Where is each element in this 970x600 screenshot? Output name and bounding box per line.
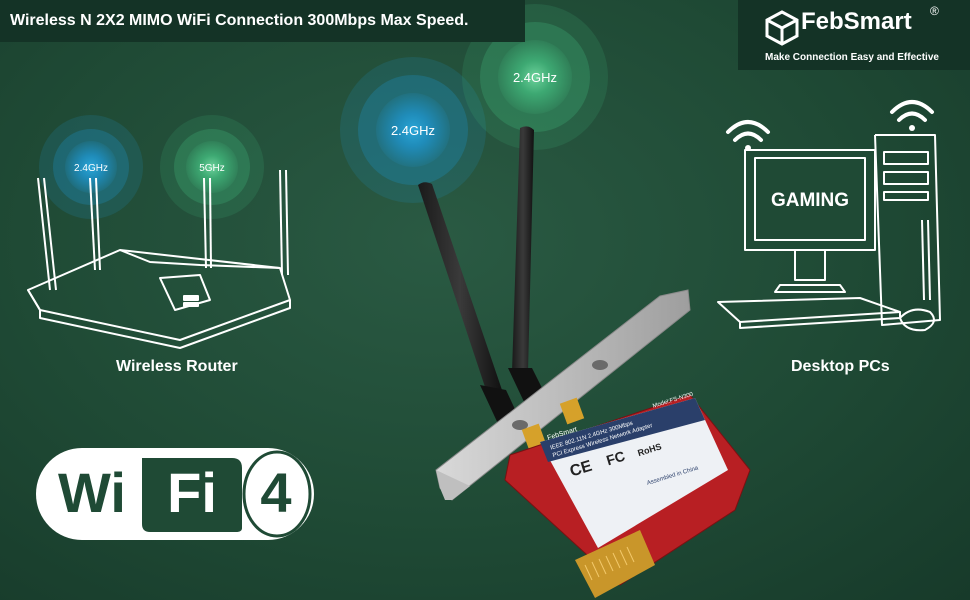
brand-registered-mark: ®	[930, 4, 939, 18]
brand-name: FebSmart	[801, 8, 912, 35]
desktop-pc-illustration	[717, 134, 941, 332]
wifi-badge-fi: Fi	[167, 461, 217, 524]
pc-screen-text: GAMING	[771, 190, 849, 211]
card-ce-mark: CE	[568, 458, 595, 481]
cube-logo-icon	[765, 10, 799, 46]
router-illustration	[27, 169, 291, 349]
router-label: Wireless Router	[116, 358, 238, 375]
antenna-right-band-label: 2.4GHz	[513, 70, 557, 85]
wifi-badge-gen: 4	[260, 461, 291, 524]
antenna-right	[508, 126, 548, 406]
sma-connector-icon	[521, 397, 585, 451]
wifi-icon	[890, 100, 934, 131]
router-band-a-label: 2.4GHz	[74, 163, 108, 174]
card-label	[540, 398, 728, 548]
wifi-badge-wi: Wi	[58, 461, 126, 524]
antenna-left	[418, 182, 520, 428]
router-signal-5-icon	[160, 115, 264, 219]
router-band-b-label: 5GHz	[199, 163, 225, 174]
antenna-left-band-label: 2.4GHz	[391, 123, 435, 138]
desktop-label: Desktop PCs	[791, 358, 890, 375]
brand-tagline: Make Connection Easy and Effective	[765, 52, 939, 63]
card-fc-mark: FC	[604, 448, 627, 469]
pci-bracket	[435, 289, 691, 501]
router-signal-24-icon	[39, 115, 143, 219]
brand-box: FebSmart ® Make Connection Easy and Effe…	[738, 0, 970, 70]
pcie-card	[504, 394, 751, 598]
antenna-left-signal-icon	[340, 57, 486, 203]
wifi4-badge	[36, 448, 314, 540]
headline-banner: Wireless N 2X2 MIMO WiFi Connection 300M…	[0, 0, 525, 42]
wifi-icon	[726, 120, 770, 151]
